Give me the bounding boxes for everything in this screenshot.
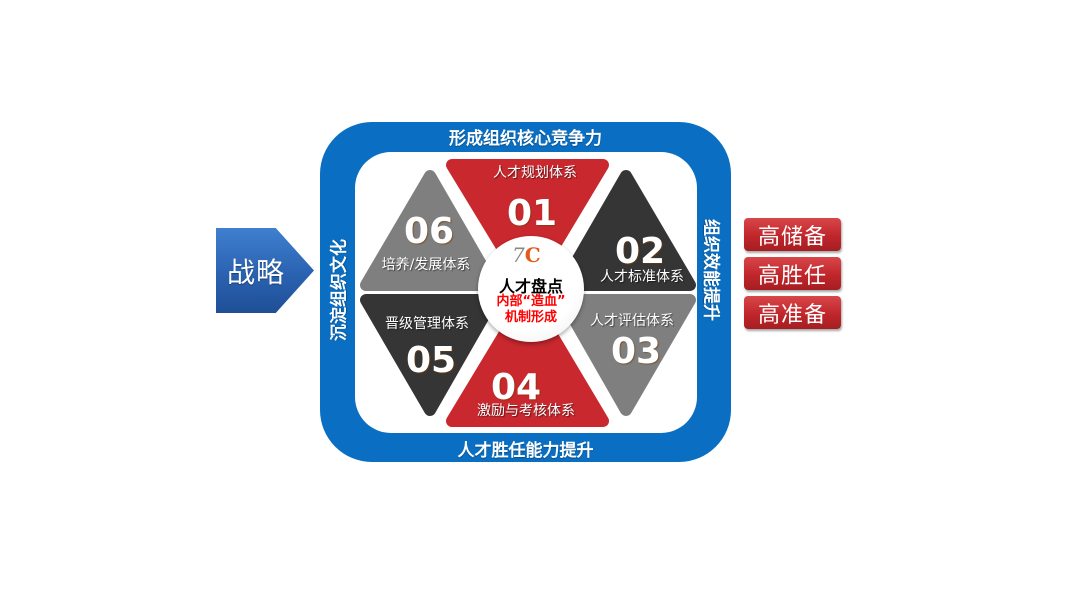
segment-06-number: 06 (403, 211, 455, 252)
segment-06-label: 培养/发展体系 (381, 257, 471, 273)
logo-c: C (524, 243, 541, 267)
frame-bottom-label: 人才胜任能力提升 (457, 441, 594, 461)
segment-04-number: 04 (490, 367, 542, 408)
segment-02-number: 02 (614, 231, 666, 272)
segment-02-label: 人才标准体系 (600, 269, 684, 285)
segment-01-number: 01 (506, 193, 558, 234)
segment-02-shape (557, 170, 696, 291)
segment-01-label: 人才规划体系 (493, 165, 577, 181)
segment-04-label: 激励与考核体系 (477, 403, 575, 419)
center-circle (478, 236, 584, 342)
outcome-badge-reserve: 高储备 (744, 218, 841, 251)
segment-05-label: 晋级管理体系 (385, 316, 469, 332)
segment-03-number: 03 (610, 331, 662, 372)
frame-top-label: 形成组织核心竞争力 (449, 129, 602, 149)
logo-seven: 7 (512, 243, 525, 267)
segment-04-shape (446, 289, 609, 427)
center-title: 人才盘点 (498, 277, 564, 296)
segment-06-shape (360, 170, 499, 291)
segment-01-shape (446, 159, 609, 296)
outcome-badge-competent: 高胜任 (744, 257, 841, 290)
segment-05-shape (360, 294, 499, 416)
center-subtitle-line2: 机制形成 (504, 310, 557, 325)
center-subtitle: 内部“造血” 机制形成 (496, 294, 565, 326)
outcome-badge-ready: 高准备 (744, 296, 841, 329)
segment-05-number: 05 (405, 340, 457, 381)
strategy-label: 战略 (226, 255, 285, 289)
segment-03-shape (557, 294, 696, 416)
7c-logo: 7C (512, 245, 541, 265)
center-subtitle-line1: 内部“造血” (496, 294, 566, 309)
segment-03-label: 人才评估体系 (590, 313, 674, 329)
